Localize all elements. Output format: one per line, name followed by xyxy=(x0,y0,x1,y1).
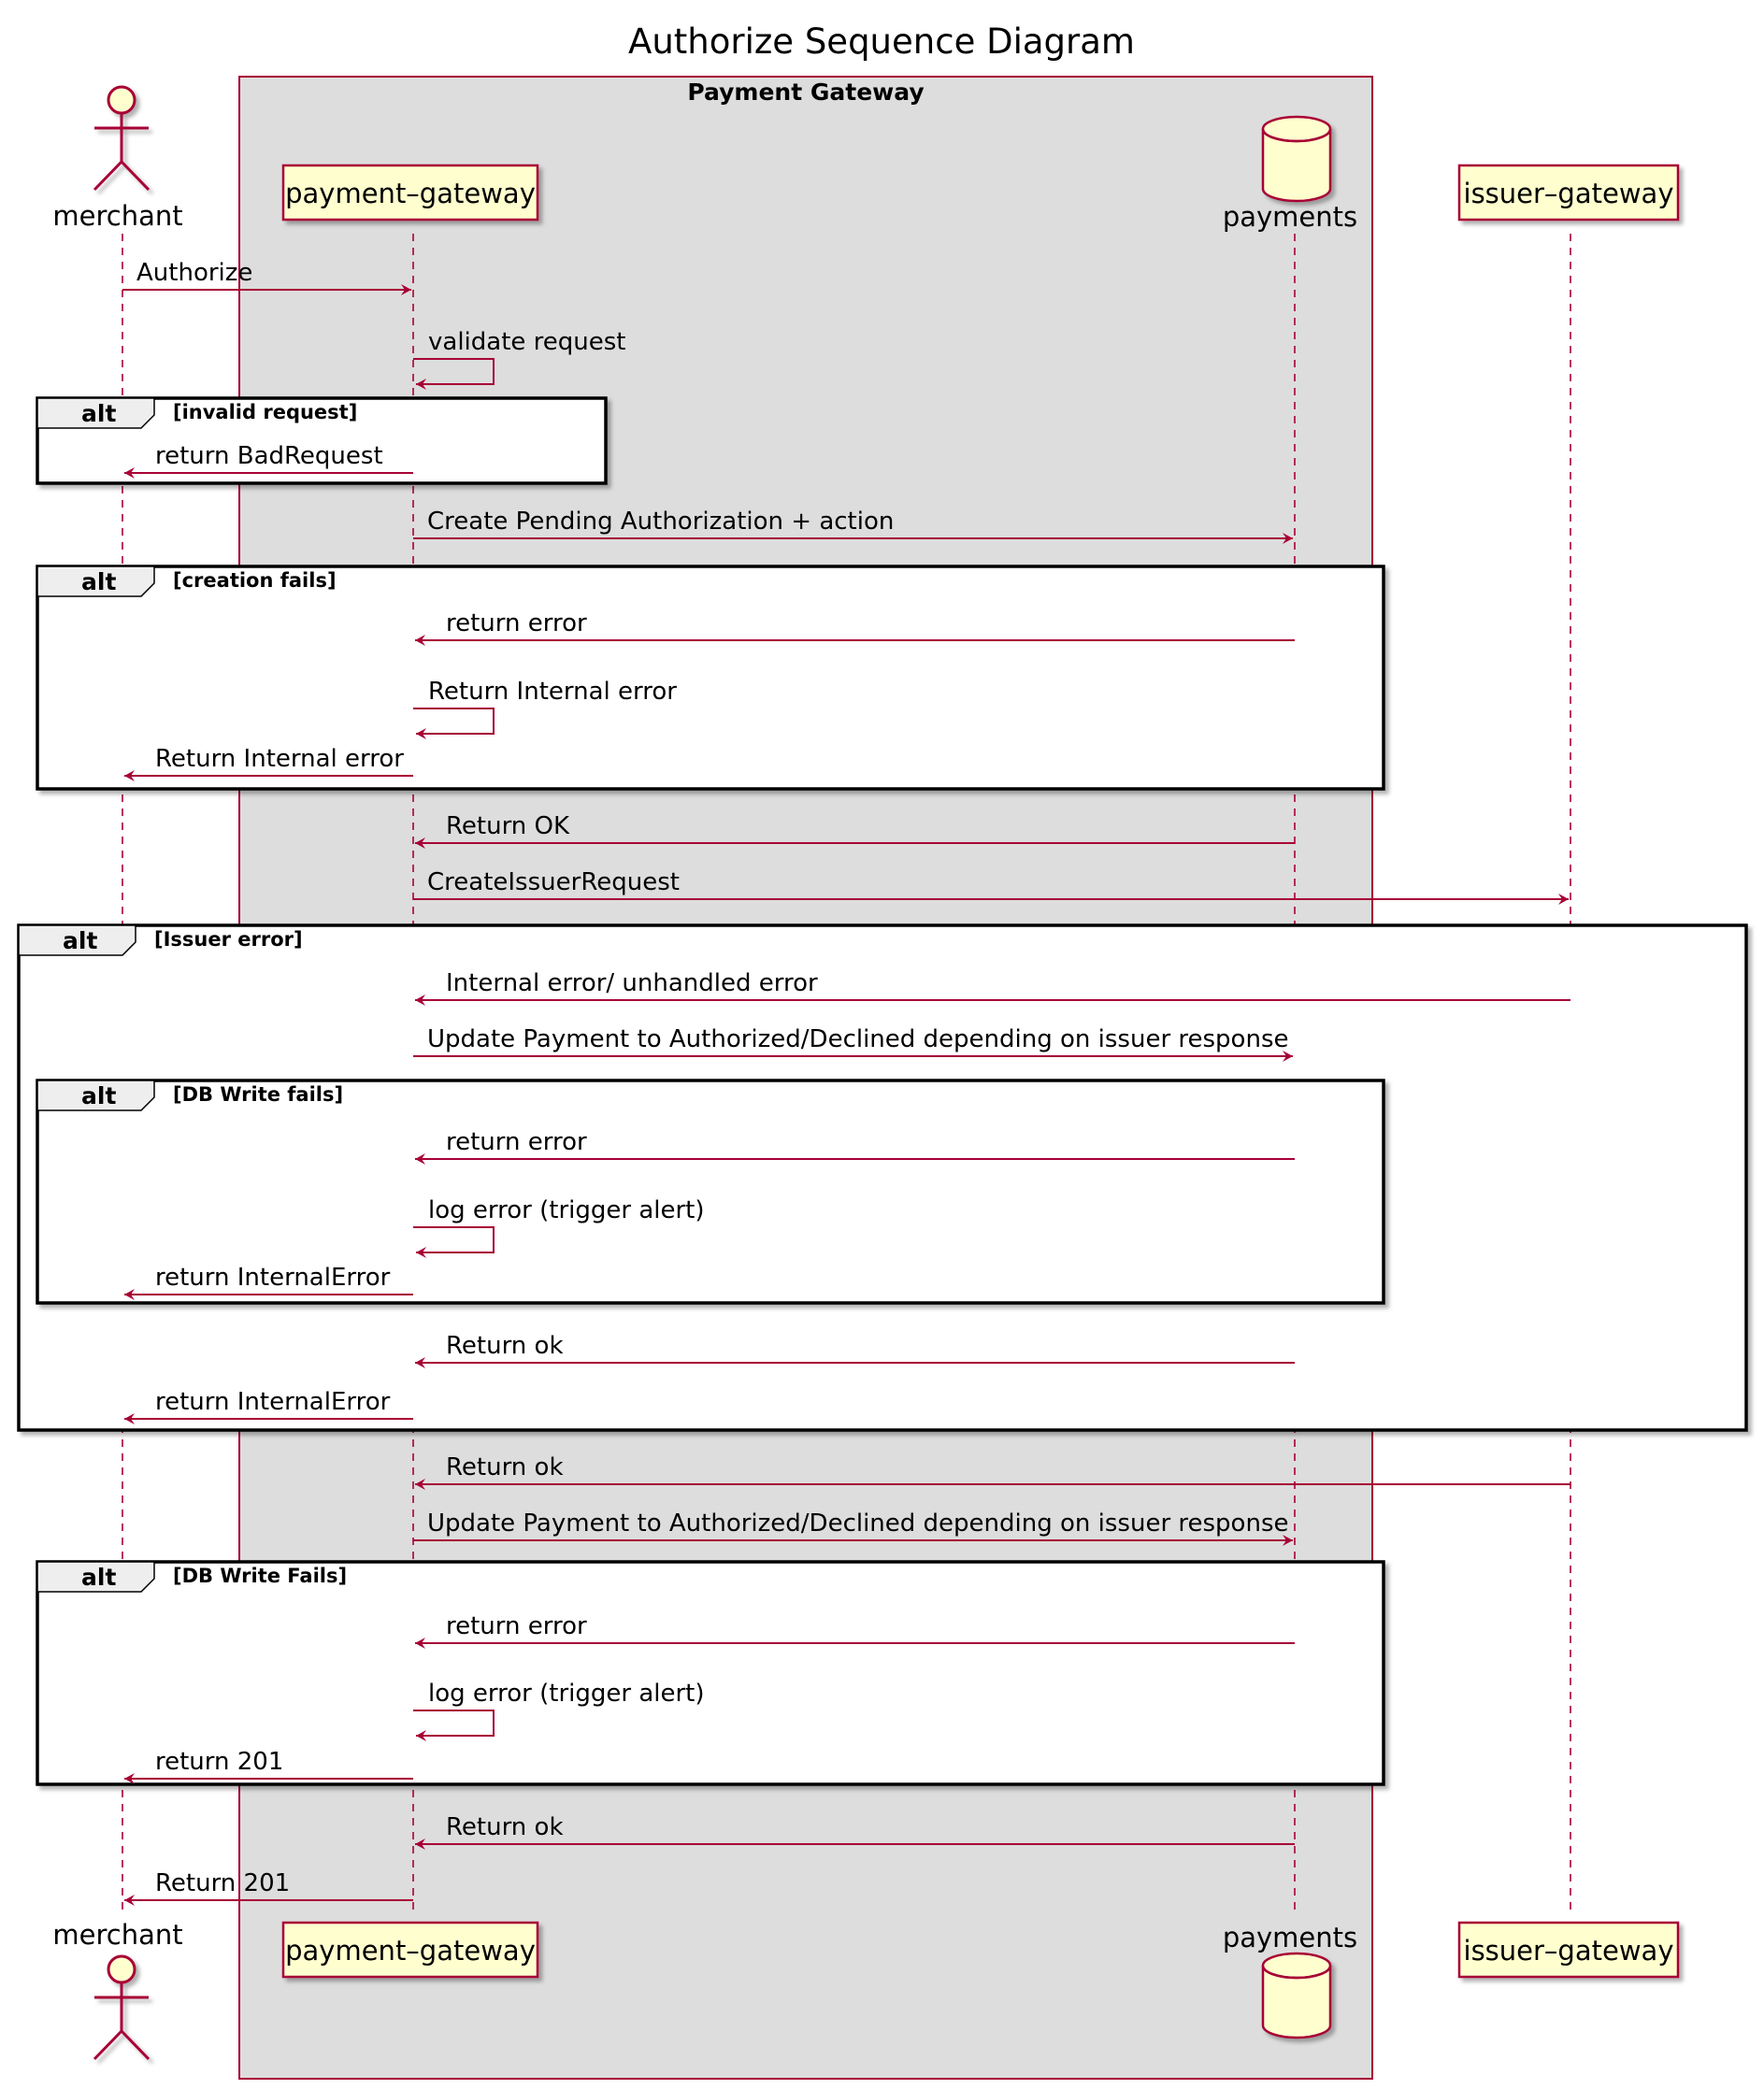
alt-frame-tab xyxy=(18,924,136,956)
message: log error (trigger alert) xyxy=(413,1680,705,1741)
message: Return 201 xyxy=(124,1869,413,1906)
message-label: Authorize xyxy=(136,259,252,287)
message: Update Payment to Authorized/Declined de… xyxy=(413,1510,1293,1546)
message: return error xyxy=(415,1612,1295,1649)
message-label: return InternalError xyxy=(155,1264,391,1292)
participant-box-payment-gateway: payment–gateway xyxy=(281,164,539,222)
participant-label-issuer-gateway-bottom: issuer–gateway xyxy=(1464,1935,1674,1967)
message: Update Payment to Authorized/Declined de… xyxy=(413,1025,1293,1062)
message: return InternalError xyxy=(124,1388,413,1424)
participant-label-issuer-gateway: issuer–gateway xyxy=(1464,178,1674,209)
message: return BadRequest xyxy=(124,442,413,479)
message-label: CreateIssuerRequest xyxy=(427,868,680,896)
participant-heads-top: merchant payment–gateway payments issuer… xyxy=(52,85,1680,233)
message-label: return error xyxy=(446,1128,587,1156)
merchant-actor-icon-bottom xyxy=(93,1954,151,2061)
message: Internal error/ unhandled error xyxy=(415,969,1570,1006)
alt-frame-border xyxy=(36,1079,1385,1305)
self-message-arrow xyxy=(413,1710,495,1741)
message: CreateIssuerRequest xyxy=(413,868,1569,905)
alt-frame-tab xyxy=(36,397,155,429)
diagram-title: Authorize Sequence Diagram xyxy=(628,21,1135,62)
alt-frame-border xyxy=(36,1560,1385,1786)
message-label: return error xyxy=(446,1612,587,1640)
message-label: return InternalError xyxy=(155,1388,391,1416)
self-message-arrow xyxy=(413,708,495,739)
message-label: Update Payment to Authorized/Declined de… xyxy=(427,1510,1289,1538)
participant-box-issuer-gateway: issuer–gateway xyxy=(1457,164,1680,222)
message-label: Return ok xyxy=(446,1332,564,1360)
message-label: Return ok xyxy=(446,1453,564,1481)
alt-frame-tab xyxy=(36,1080,155,1111)
merchant-actor-icon xyxy=(93,85,151,192)
message: log error (trigger alert) xyxy=(413,1196,705,1258)
message-label: Return ok xyxy=(446,1813,564,1841)
alt-operator-label: alt xyxy=(63,927,97,954)
alt-guard-label: [Issuer error] xyxy=(154,928,303,951)
alt-guard-label: [DB Write Fails] xyxy=(173,1565,347,1587)
participant-label-payment-gateway-bottom: payment–gateway xyxy=(285,1935,536,1967)
message: Return ok xyxy=(415,1813,1295,1850)
message: Create Pending Authorization + action xyxy=(413,508,1293,544)
participant-label-payments-bottom: payments xyxy=(1223,1922,1357,1953)
message-label: log error (trigger alert) xyxy=(428,1680,705,1708)
alt-guard-label: [invalid request] xyxy=(173,401,357,423)
alt-operator-label: alt xyxy=(81,1082,116,1109)
message-label: Internal error/ unhandled error xyxy=(446,969,818,997)
message-label: return error xyxy=(446,609,587,637)
message-label: return 201 xyxy=(155,1748,283,1776)
message: validate request xyxy=(413,328,626,390)
message: Return ok xyxy=(415,1453,1570,1490)
participant-heads-bottom: merchant payment–gateway payments issuer… xyxy=(52,1919,1680,2061)
message: Return ok xyxy=(415,1332,1295,1368)
message: return 201 xyxy=(124,1748,413,1784)
alt-guard-label: [creation fails] xyxy=(173,569,337,592)
message-label: Return OK xyxy=(446,812,570,840)
participant-label-payment-gateway: payment–gateway xyxy=(285,178,536,209)
box-title: Payment Gateway xyxy=(687,79,924,106)
alt-fragment: alt [DB Write Fails] xyxy=(36,1560,1385,1786)
message: return InternalError xyxy=(124,1264,413,1300)
message-label: Return 201 xyxy=(155,1869,290,1897)
message-label: Return Internal error xyxy=(155,745,404,773)
self-message-arrow xyxy=(413,1226,495,1258)
message-label: Return Internal error xyxy=(428,678,677,706)
message-label: validate request xyxy=(428,328,626,356)
alt-operator-label: alt xyxy=(81,400,116,427)
message-label: log error (trigger alert) xyxy=(428,1196,705,1224)
participant-box-issuer-gateway-bottom: issuer–gateway xyxy=(1457,1921,1680,1979)
alt-fragments: alt[invalid request]alt[creation fails]a… xyxy=(17,396,1748,1786)
message: Authorize xyxy=(122,259,411,295)
message: Return Internal error xyxy=(124,745,413,781)
alt-frame-tab xyxy=(36,565,155,597)
participant-box-payment-gateway-bottom: payment–gateway xyxy=(281,1921,539,1979)
message-label: return BadRequest xyxy=(155,442,383,470)
alt-fragment: alt [creation fails] xyxy=(36,565,1385,791)
message: return error xyxy=(415,1128,1295,1165)
alt-operator-label: alt xyxy=(81,1564,116,1591)
participant-label-payments: payments xyxy=(1223,201,1357,233)
self-message-arrow xyxy=(413,358,495,390)
alt-guard-label: [DB Write fails] xyxy=(173,1083,343,1106)
database-icon-payments xyxy=(1261,115,1332,203)
alt-fragment: alt [invalid request] xyxy=(36,396,608,485)
alt-frame-border xyxy=(36,565,1385,791)
alt-frame-tab xyxy=(36,1561,155,1593)
message: return error xyxy=(415,609,1295,646)
message: Return OK xyxy=(415,812,1295,849)
alt-operator-label: alt xyxy=(81,568,116,595)
participant-label-merchant-bottom: merchant xyxy=(52,1919,182,1951)
messages: Authorize validate request return BadReque… xyxy=(122,259,1570,1906)
alt-fragment: alt [DB Write fails] xyxy=(36,1079,1385,1305)
message: Return Internal error xyxy=(413,678,677,739)
message-label: Create Pending Authorization + action xyxy=(427,508,894,536)
participant-label-merchant: merchant xyxy=(52,200,182,232)
message-label: Update Payment to Authorized/Declined de… xyxy=(427,1025,1289,1053)
database-icon-payments-bottom xyxy=(1261,1952,1332,2039)
